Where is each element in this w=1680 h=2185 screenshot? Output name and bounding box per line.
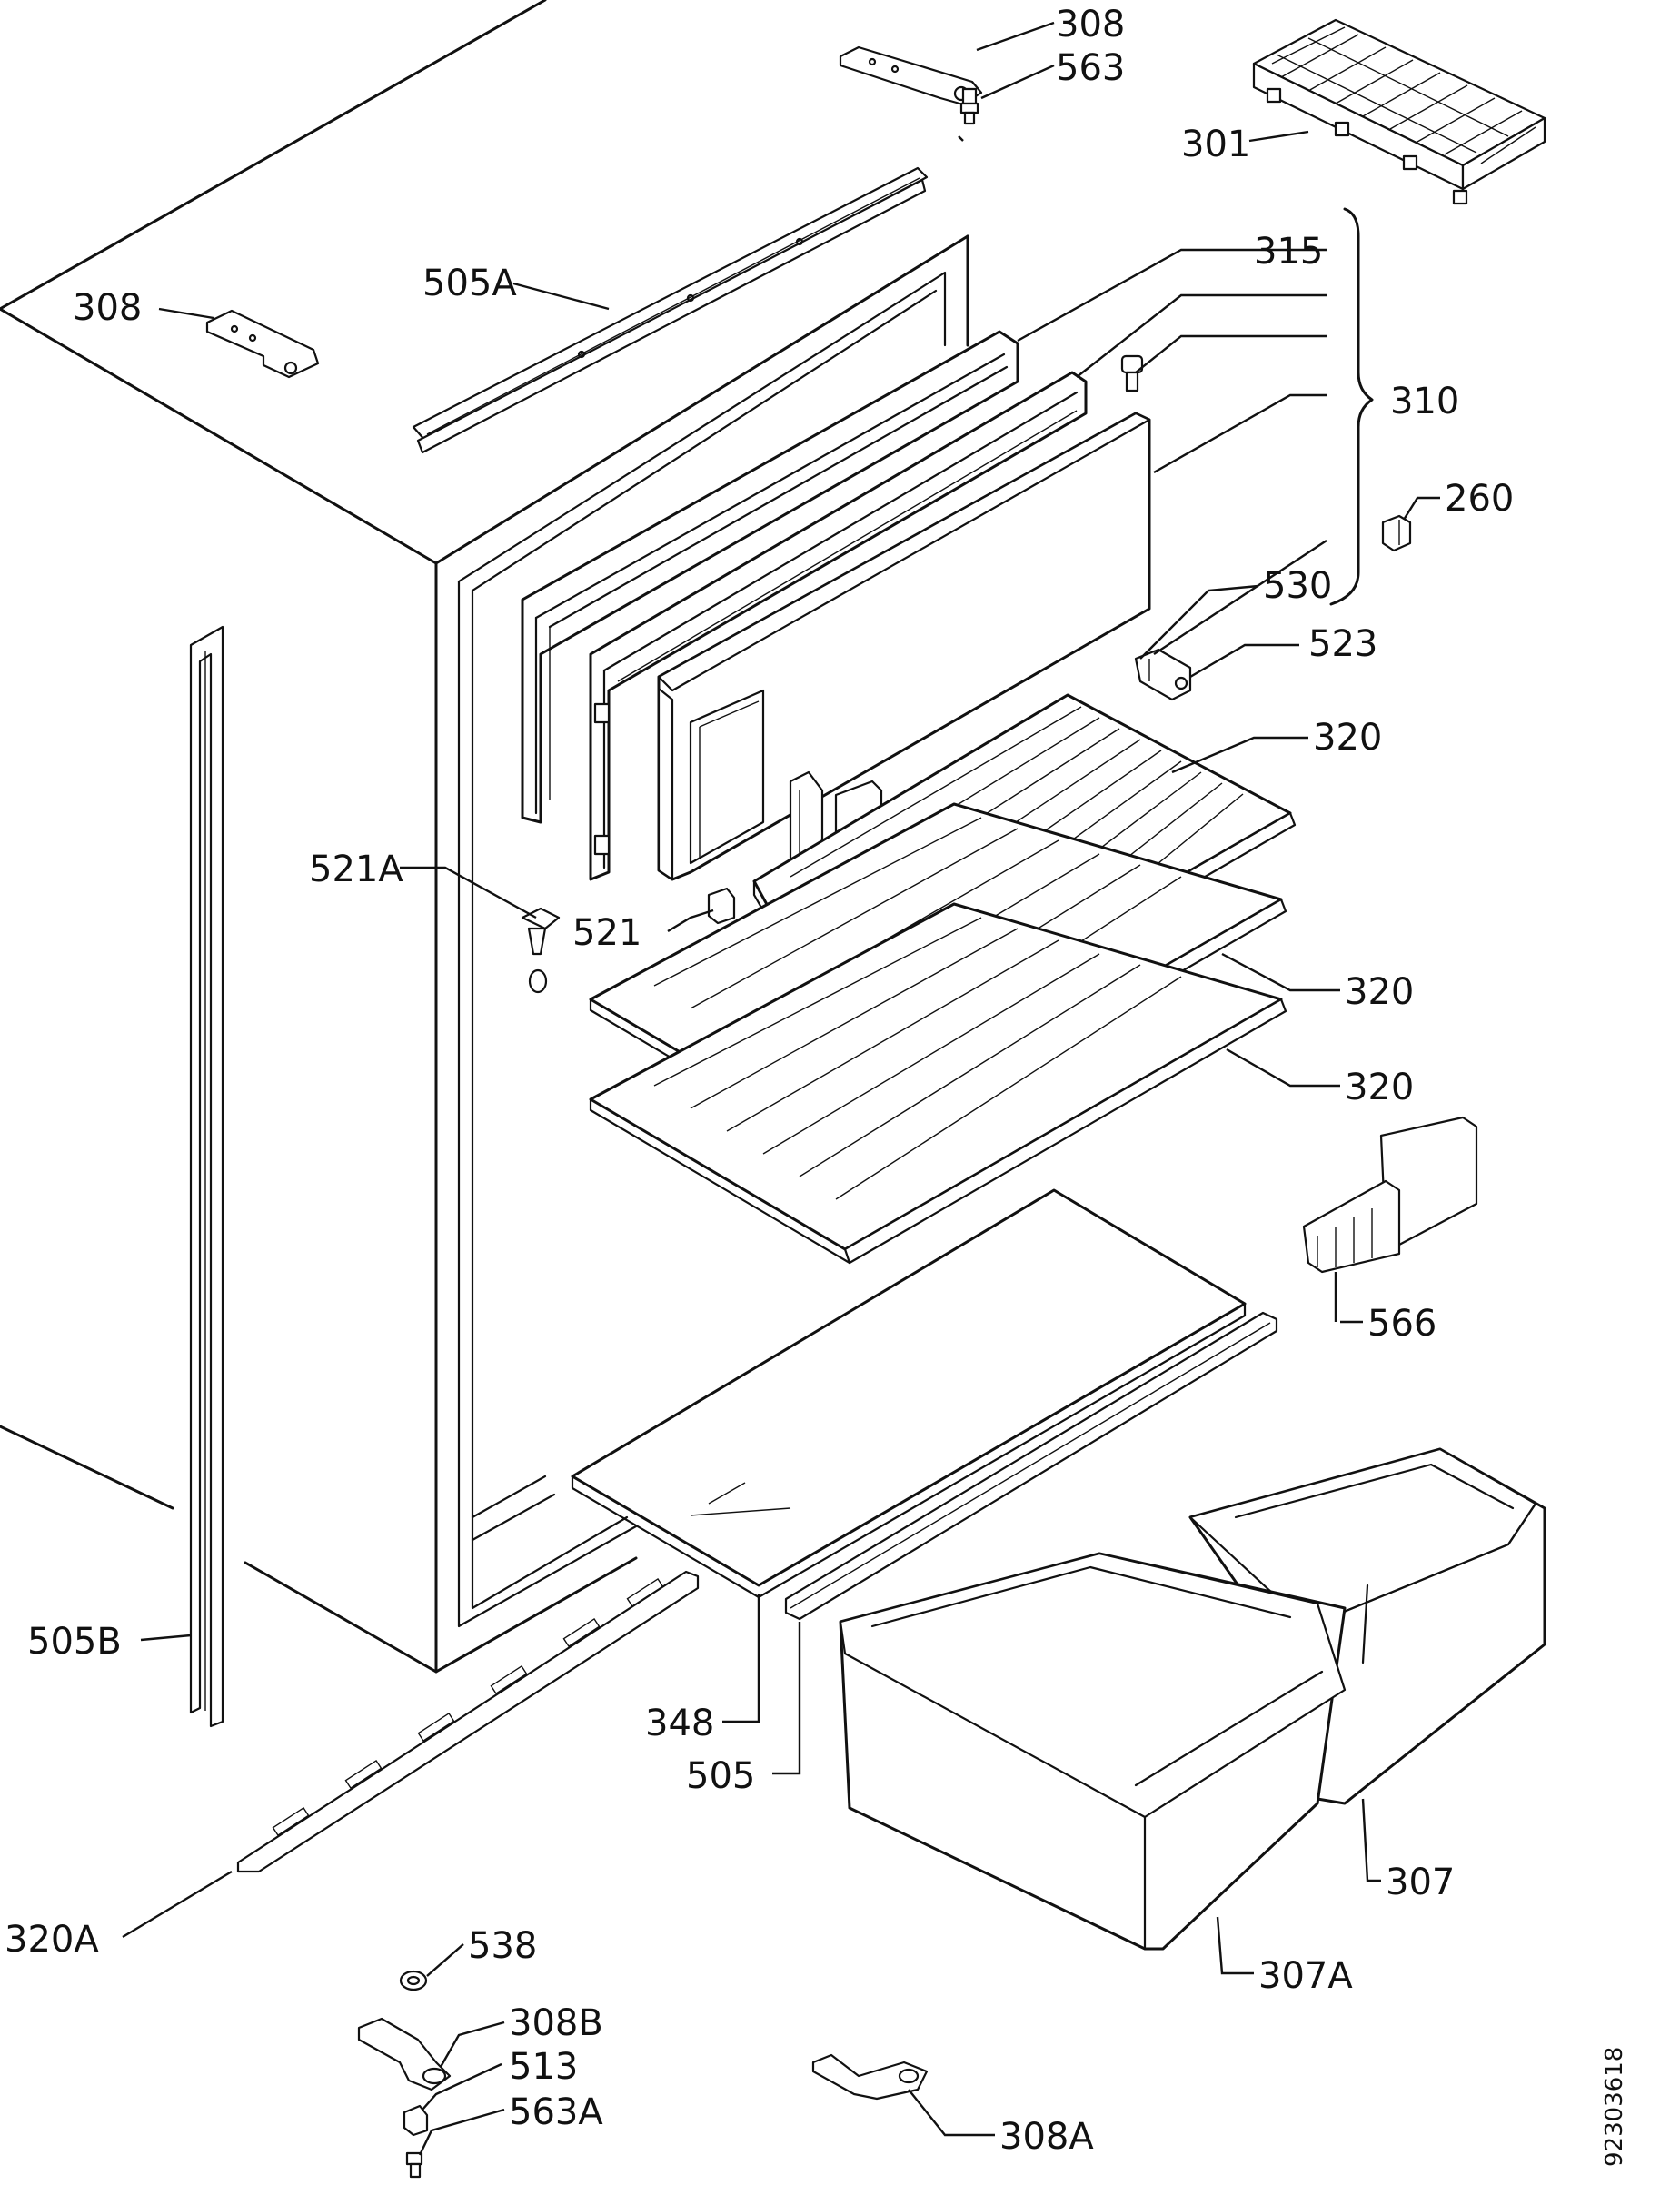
part-260-clip xyxy=(1381,514,1412,552)
label-315: 315 xyxy=(1254,231,1323,273)
part-521-support xyxy=(707,887,736,925)
label-320-1: 320 xyxy=(1313,717,1382,759)
part-505-bottom-strip xyxy=(784,1311,1278,1621)
part-307-bin xyxy=(1188,1447,1546,1805)
part-521a-screw xyxy=(521,907,561,994)
leader-lines xyxy=(122,21,1440,2156)
group-310-brace xyxy=(1329,207,1374,606)
part-523-lamp-holder xyxy=(1134,648,1192,701)
part-308b-hinge xyxy=(357,2017,452,2091)
label-523: 523 xyxy=(1308,623,1377,665)
label-320-3: 320 xyxy=(1345,1067,1414,1108)
part-320a-front-rail xyxy=(236,1570,700,1873)
label-563a: 563A xyxy=(509,2091,603,2133)
label-538: 538 xyxy=(468,1925,537,1967)
label-530: 530 xyxy=(1263,565,1332,607)
label-513: 513 xyxy=(509,2046,578,2088)
cabinet-body xyxy=(0,0,969,1674)
label-505a: 505A xyxy=(422,263,517,304)
label-307: 307 xyxy=(1386,1862,1455,1903)
part-310-door-panel xyxy=(657,412,1151,881)
label-348: 348 xyxy=(645,1703,714,1744)
part-308-hinge-right xyxy=(839,45,983,106)
part-538-washer xyxy=(399,1970,428,1991)
label-563: 563 xyxy=(1056,47,1125,89)
part-310-small-knob xyxy=(1120,354,1144,392)
label-308-top-right: 308 xyxy=(1056,4,1125,45)
label-308a: 308A xyxy=(999,2116,1094,2158)
label-307a: 307A xyxy=(1258,1955,1353,1997)
label-505: 505 xyxy=(686,1755,755,1797)
label-320-2: 320 xyxy=(1345,971,1414,1013)
label-260: 260 xyxy=(1445,478,1514,520)
part-308a-hinge xyxy=(811,2053,929,2101)
label-301: 301 xyxy=(1181,124,1250,165)
label-308b: 308B xyxy=(509,2002,603,2044)
part-513-bush xyxy=(403,2104,429,2137)
part-307a-bin xyxy=(839,1552,1347,1951)
part-563-pin xyxy=(959,87,979,125)
label-521: 521 xyxy=(572,912,641,954)
part-308-hinge-left xyxy=(205,309,320,379)
label-505b: 505B xyxy=(27,1621,122,1663)
part-310-door-frame xyxy=(589,371,1088,881)
document-code: 92303618 xyxy=(1601,2047,1628,2167)
part-315-door-seal xyxy=(521,330,1019,824)
label-310: 310 xyxy=(1390,381,1459,422)
part-301-ice-tray xyxy=(1252,18,1546,205)
part-320-shelf-bottom xyxy=(589,902,1287,1265)
part-505a-top-rail xyxy=(412,166,929,454)
part-505b-side-strip xyxy=(189,625,224,1728)
part-563a-pin xyxy=(405,2151,423,2179)
label-308-top-left: 308 xyxy=(73,287,142,329)
label-566: 566 xyxy=(1367,1303,1436,1345)
part-labels: 308 563 301 308 505A 315 310 260 530 523… xyxy=(5,4,1628,2167)
part-566-ice-scraper xyxy=(1302,1116,1478,1274)
label-320a: 320A xyxy=(5,1919,99,1961)
label-521a: 521A xyxy=(309,849,403,890)
